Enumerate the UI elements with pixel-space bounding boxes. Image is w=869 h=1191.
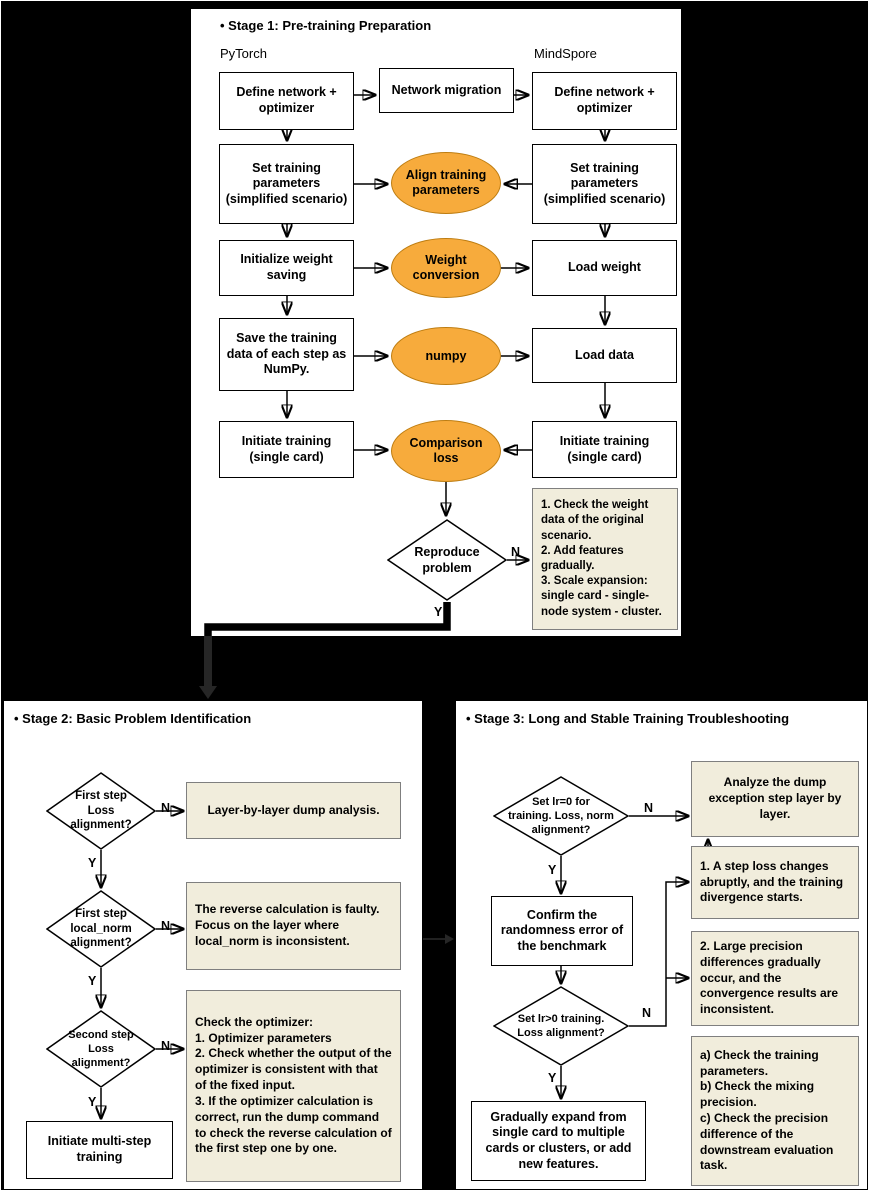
stage2-no-label-1: N	[161, 801, 171, 815]
decision-lr0-alignment-label: Set lr=0 for training. Loss, norm alignm…	[508, 795, 614, 837]
box-pytorch-set-training-params: Set training parameters (simplified scen…	[219, 144, 354, 224]
decision-reproduce-problem: Reproduce problem	[387, 519, 507, 601]
stage3-title: • Stage 3: Long and Stable Training Trou…	[466, 711, 790, 726]
box-mindspore-initiate-training: Initiate training (single card)	[532, 421, 677, 478]
note-check-optimizer: Check the optimizer: 1. Optimizer parame…	[186, 990, 401, 1182]
decision-second-step-loss: Second step Loss alignment?	[46, 1010, 156, 1088]
box-pytorch-initiate-training: Initiate training (single card)	[219, 421, 354, 478]
box-mindspore-define-network: Define network + optimizer	[532, 72, 677, 130]
stage1-yes-label: Y	[434, 605, 443, 619]
note-dump-analysis: Layer-by-layer dump analysis.	[186, 782, 401, 839]
box-mindspore-load-data: Load data	[532, 328, 677, 383]
note-large-precision-diff: 2. Large precision differences gradually…	[691, 931, 859, 1026]
box-confirm-randomness: Confirm the randomness error of the benc…	[491, 896, 633, 966]
box-pytorch-define-network: Define network + optimizer	[219, 72, 354, 130]
decision-reproduce-problem-label: Reproduce problem	[414, 545, 480, 575]
stage2-panel: • Stage 2: Basic Problem Identification …	[4, 701, 422, 1189]
ellipse-comparison-loss: Comparison loss	[391, 420, 501, 482]
note-scale-expansion: 1. Check the weight data of the original…	[532, 488, 678, 630]
stage3-no-label-2: N	[642, 1006, 652, 1020]
decision-lr-gt0-alignment: Set lr>0 training. Loss alignment?	[493, 986, 629, 1066]
stage3-yes-label-2: Y	[548, 1071, 557, 1085]
stage1-title: • Stage 1: Pre-training Preparation	[220, 18, 432, 33]
box-mindspore-load-weight: Load weight	[532, 240, 677, 296]
decision-lr-gt0-alignment-label: Set lr>0 training. Loss alignment?	[517, 1012, 605, 1039]
ellipse-numpy: numpy	[391, 327, 501, 385]
box-gradually-expand: Gradually expand from single card to mul…	[471, 1101, 646, 1181]
box-network-migration: Network migration	[379, 68, 514, 113]
stage2-no-label-3: N	[161, 1039, 171, 1053]
stage2-no-label-2: N	[161, 919, 171, 933]
decision-first-step-local-norm: First step local_norm alignment?	[46, 890, 156, 968]
note-check-list: a) Check the training parameters. b) Che…	[691, 1036, 859, 1186]
box-pytorch-init-weight-saving: Initialize weight saving	[219, 240, 354, 296]
ellipse-align-training-parameters: Align training parameters	[391, 152, 501, 214]
stage2-yes-label-3: Y	[88, 1095, 97, 1109]
stage1-panel: • Stage 1: Pre-training Preparation PyTo…	[191, 9, 681, 636]
note-step-loss-abrupt: 1. A step loss changes abruptly, and the…	[691, 846, 859, 919]
decision-second-step-loss-label: Second step Loss alignment?	[68, 1028, 134, 1070]
stage2-title: • Stage 2: Basic Problem Identification	[14, 711, 252, 726]
mindspore-column-label: MindSpore	[534, 46, 597, 61]
stage3-yes-label-1: Y	[548, 863, 557, 877]
stage1-no-label: N	[511, 545, 521, 559]
box-pytorch-save-training-data: Save the training data of each step as N…	[219, 318, 354, 391]
pytorch-column-label: PyTorch	[220, 46, 267, 61]
decision-first-step-local-norm-label: First step local_norm alignment?	[70, 907, 132, 950]
box-mindspore-set-training-params: Set training parameters (simplified scen…	[532, 144, 677, 224]
decision-lr0-alignment: Set lr=0 for training. Loss, norm alignm…	[493, 776, 629, 856]
stage3-panel: • Stage 3: Long and Stable Training Trou…	[456, 701, 867, 1189]
stage3-no-label-1: N	[644, 801, 654, 815]
stage2-yes-label-2: Y	[88, 974, 97, 988]
decision-first-step-loss: First step Loss alignment?	[46, 772, 156, 850]
box-initiate-multi-step-training: Initiate multi-step training	[26, 1121, 173, 1179]
note-analyze-dump: Analyze the dump exception step layer by…	[691, 761, 859, 837]
note-reverse-calculation: The reverse calculation is faulty. Focus…	[186, 882, 401, 970]
decision-first-step-loss-label: First step Loss alignment?	[70, 789, 132, 832]
ellipse-weight-conversion: Weight conversion	[391, 238, 501, 298]
stage2-yes-label-1: Y	[88, 856, 97, 870]
